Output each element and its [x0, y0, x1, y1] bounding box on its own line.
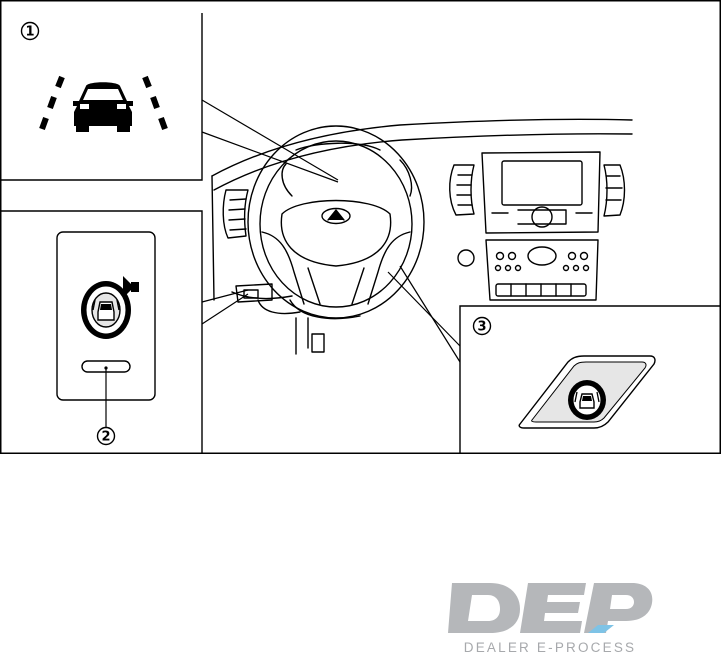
ldw-wheel-button-icon — [568, 380, 606, 420]
svg-text:2: 2 — [101, 430, 110, 445]
dashboard-illustration — [212, 119, 632, 354]
svg-text:1: 1 — [25, 25, 34, 40]
inset-panel-switch — [1, 211, 248, 453]
callout-2: 2 — [98, 428, 115, 445]
svg-text:3: 3 — [477, 320, 486, 335]
diagram-illustration: 1 2 3 — [0, 0, 721, 460]
logo-letters — [448, 583, 652, 633]
dealer-e-process-logo: DEALER E-PROCESS — [446, 573, 656, 659]
lane-departure-warning-icon — [42, 77, 165, 132]
callout-3: 3 — [474, 318, 491, 335]
inset-indicator-light — [1, 13, 338, 182]
logo-tagline: DEALER E-PROCESS — [464, 640, 637, 655]
inset-steering-switch — [388, 266, 720, 453]
speaker-icon — [123, 276, 139, 298]
callout-1: 1 — [22, 23, 39, 40]
